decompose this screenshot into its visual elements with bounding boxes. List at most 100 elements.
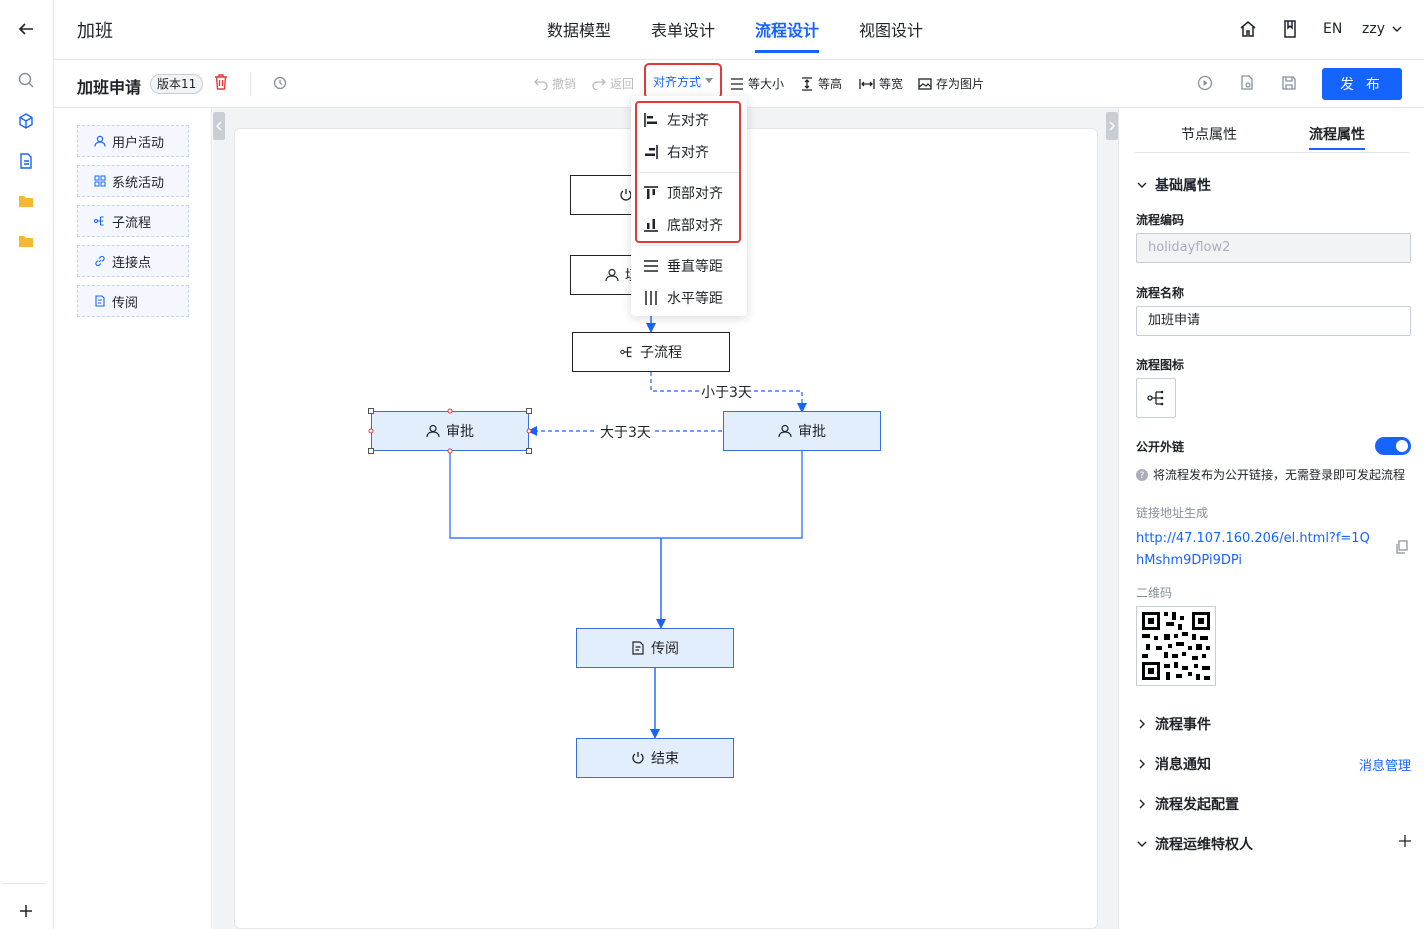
palette-item-circulate[interactable]: 传阅 — [77, 285, 189, 317]
same-size-label: 等大小 — [748, 77, 785, 91]
edge-label-less-than: 小于3天 — [699, 382, 754, 402]
chevron-left-icon — [216, 121, 222, 131]
section-basic[interactable]: 基础属性 — [1137, 175, 1211, 195]
name-label: 流程名称 — [1136, 286, 1185, 300]
search-icon[interactable] — [16, 70, 36, 90]
node-label: 审批 — [446, 424, 474, 440]
palette-label: 传阅 — [112, 295, 139, 311]
user-icon — [605, 268, 619, 282]
back-arrow-icon[interactable] — [16, 19, 36, 39]
section-flow-events[interactable]: 流程事件 — [1137, 714, 1211, 734]
menu-item-label: 右对齐 — [667, 145, 709, 161]
palette-item-user-activity[interactable]: 用户活动 — [77, 125, 189, 157]
folder-icon[interactable] — [16, 191, 36, 211]
same-width-icon — [859, 78, 875, 89]
name-input[interactable]: 加班申请 — [1136, 306, 1411, 336]
node-label: 子流程 — [640, 345, 682, 361]
save-image-button[interactable]: 存为图片 — [918, 75, 984, 92]
palette-item-subflow[interactable]: 子流程 — [77, 205, 189, 237]
trash-icon[interactable] — [214, 74, 228, 94]
add-privilege-icon[interactable] — [1399, 835, 1411, 851]
palette-item-system-activity[interactable]: 系统活动 — [77, 165, 189, 197]
align-top-icon — [644, 186, 658, 199]
tab-flow-properties[interactable]: 流程属性 — [1309, 127, 1365, 143]
node-approve-right[interactable]: 审批 — [723, 411, 881, 451]
same-size-icon — [731, 77, 743, 90]
tab-node-properties[interactable]: 节点属性 — [1181, 127, 1237, 143]
language-switch[interactable]: EN — [1323, 21, 1343, 37]
node-subflow[interactable]: 子流程 — [572, 332, 730, 372]
flow-title: 加班申请 — [77, 78, 142, 97]
edge-merge[interactable] — [449, 451, 803, 539]
collapse-left-handle[interactable] — [213, 112, 225, 140]
menu-item-align-top[interactable]: 顶部对齐 — [643, 183, 723, 203]
section-launch-config[interactable]: 流程发起配置 — [1137, 794, 1239, 814]
username: zzy — [1362, 21, 1385, 37]
tab-view-design[interactable]: 视图设计 — [859, 21, 924, 40]
tab-data-model[interactable]: 数据模型 — [547, 21, 612, 40]
node-end[interactable]: 结束 — [576, 738, 734, 778]
public-link-label: 公开外链 — [1136, 440, 1185, 454]
publish-button[interactable]: 发 布 — [1322, 68, 1402, 100]
user-menu[interactable]: zzy — [1362, 21, 1403, 37]
node-circulate[interactable]: 传阅 — [576, 628, 734, 668]
play-preview-icon[interactable] — [1197, 75, 1213, 95]
menu-item-label: 垂直等距 — [667, 259, 723, 275]
menu-item-align-right[interactable]: 右对齐 — [643, 142, 709, 162]
tab-form-design[interactable]: 表单设计 — [651, 21, 716, 40]
menu-item-align-left[interactable]: 左对齐 — [643, 110, 709, 130]
edge-label-greater-than: 大于3天 — [598, 422, 653, 442]
same-height-button[interactable]: 等高 — [800, 75, 842, 92]
public-link-toggle[interactable] — [1375, 437, 1411, 455]
align-left-icon — [644, 113, 657, 127]
section-ops-privilege[interactable]: 流程运维特权人 — [1137, 834, 1253, 854]
history-icon[interactable] — [273, 76, 287, 94]
chevron-right-icon — [1109, 121, 1115, 131]
node-approve-left[interactable]: 审批 — [371, 411, 529, 451]
plus-icon[interactable] — [16, 901, 36, 921]
menu-item-align-bottom[interactable]: 底部对齐 — [643, 215, 723, 235]
save-icon[interactable] — [1281, 75, 1297, 95]
section-message-notify[interactable]: 消息通知 — [1137, 754, 1211, 774]
node-label: 审批 — [798, 424, 826, 440]
menu-item-distribute-vertical[interactable]: 垂直等距 — [643, 256, 723, 276]
redo-button[interactable]: 返回 — [592, 75, 634, 92]
align-right-icon — [645, 145, 658, 159]
collapse-right-handle[interactable] — [1106, 112, 1118, 140]
align-bottom-icon — [644, 219, 658, 232]
menu-item-label: 水平等距 — [667, 291, 723, 307]
image-icon — [918, 77, 932, 90]
flow-icon-picker[interactable] — [1136, 378, 1176, 418]
book-icon[interactable] — [1282, 20, 1298, 42]
document-icon[interactable] — [16, 151, 36, 171]
copy-icon[interactable] — [1395, 540, 1409, 558]
home-icon[interactable] — [1239, 20, 1257, 42]
align-group-highlight — [635, 101, 741, 243]
section-title: 流程运维特权人 — [1155, 837, 1253, 853]
palette-item-link-point[interactable]: 连接点 — [77, 245, 189, 277]
menu-item-label: 左对齐 — [667, 113, 709, 129]
toggle-knob — [1396, 440, 1408, 452]
version-badge: 版本11 — [150, 74, 204, 94]
doc-search-icon[interactable] — [1239, 75, 1255, 95]
edge-less-than[interactable] — [650, 372, 802, 408]
public-link-hint: ? 将流程发布为公开链接，无需登录即可发起流程 — [1136, 466, 1405, 483]
public-link-url[interactable]: http://47.107.160.206/el.html?f=1QhMshm9… — [1136, 531, 1370, 568]
node-label: 结束 — [651, 751, 679, 767]
undo-button[interactable]: 撤销 — [534, 75, 576, 92]
user-icon — [426, 424, 440, 438]
message-manage-link[interactable]: 消息管理 — [1359, 759, 1412, 774]
menu-item-distribute-horizontal[interactable]: 水平等距 — [643, 288, 723, 308]
cube-icon[interactable] — [16, 111, 36, 131]
section-title: 基础属性 — [1155, 178, 1211, 194]
tab-flow-design[interactable]: 流程设计 — [755, 21, 820, 40]
properties-panel: 节点属性 流程属性 基础属性 流程编码 holidayflow2 流程名称 加班… — [1118, 108, 1424, 929]
same-width-button[interactable]: 等宽 — [859, 75, 903, 92]
same-size-button[interactable]: 等大小 — [730, 75, 784, 92]
section-title: 流程事件 — [1155, 717, 1211, 733]
subflow-icon — [1147, 390, 1164, 406]
menu-item-label: 顶部对齐 — [667, 186, 723, 202]
hint-text: 将流程发布为公开链接，无需登录即可发起流程 — [1153, 468, 1406, 482]
folder-icon[interactable] — [16, 231, 36, 251]
